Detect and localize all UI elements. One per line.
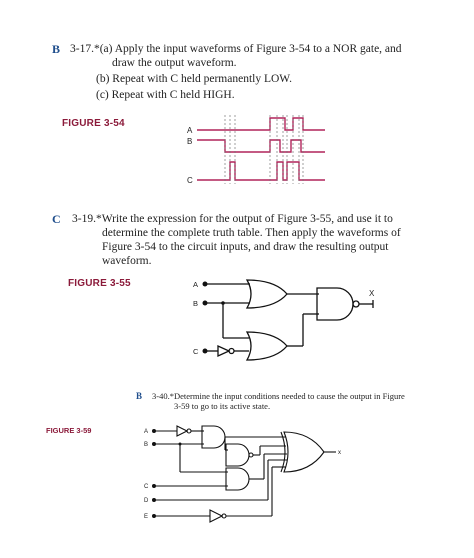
timing-guides — [224, 115, 304, 184]
waveform-c — [197, 161, 325, 181]
section-letter-b: B — [52, 42, 61, 56]
problem-19-line-3: Figure 3-54 to the circuit inputs, and d… — [102, 241, 389, 253]
figure-3-54-label: FIGURE 3-54 — [62, 118, 125, 129]
problem-40-line-1: Determine the input conditions needed to… — [173, 391, 405, 401]
and-gate-2 — [225, 443, 250, 467]
problem-19-number: 3-19. — [72, 213, 96, 225]
signal-label-a: A — [187, 126, 193, 135]
problem-17-part-a-cont: draw the output waveform. — [112, 57, 237, 69]
input-label-c-2: C — [144, 484, 149, 490]
figure-3-55-label: FIGURE 3-55 — [68, 278, 131, 289]
inverter-a — [176, 425, 189, 437]
input-label-a-2: A — [144, 429, 148, 435]
output-label-x-2: x — [338, 450, 341, 456]
output-label-x: X — [369, 289, 375, 298]
input-label-a: A — [193, 280, 198, 289]
or-gate-2 — [245, 331, 288, 361]
problem-19-line-4: waveform. — [102, 255, 152, 267]
and-gate-3 — [225, 467, 250, 491]
signal-label-b: B — [187, 137, 192, 146]
problem-17-star: * — [93, 43, 100, 55]
problem-40-line-2: 3-59 to go to its active state. — [174, 401, 271, 411]
problem-40-number: 3-40. — [152, 391, 170, 401]
nand-gate — [316, 287, 354, 321]
problem-17-number: 3-17. — [70, 43, 94, 55]
problem-19-text: 3-19.*Write the expression for the outpu… — [72, 212, 452, 268]
input-label-e-2: E — [144, 514, 148, 520]
problem-17-text: 3-17.*(a) Apply the input waveforms of F… — [70, 42, 450, 102]
inverter-e — [209, 509, 224, 523]
section-letter-b-2: B — [136, 391, 143, 401]
waveform-a — [197, 117, 325, 131]
or-gate-1 — [245, 279, 288, 309]
signal-label-c: C — [187, 176, 193, 185]
problem-40-text: 3-40.*Determine the input conditions nee… — [152, 391, 432, 411]
problem-19-line-1: Write the expression for the output of F… — [101, 213, 393, 225]
input-label-b-2: B — [144, 442, 148, 448]
and-gate-1 — [201, 425, 226, 449]
figure-3-59-circuit: A B C D E x — [144, 425, 341, 523]
problem-19-line-2: determine the complete truth table. Then… — [102, 227, 401, 239]
input-label-d-2: D — [144, 498, 149, 504]
input-label-b: B — [193, 299, 198, 308]
section-letter-c: C — [52, 212, 61, 226]
inverter — [217, 344, 231, 358]
waveform-b — [197, 139, 325, 153]
problem-17-part-b: (b) Repeat with C held permanently LOW. — [96, 73, 292, 85]
figure-3-55-circuit: A B C X — [193, 279, 375, 361]
input-label-c: C — [193, 347, 199, 356]
problem-40-star: * — [169, 391, 174, 401]
problem-19-star: * — [95, 213, 102, 225]
figure-3-59-label: FIGURE 3-59 — [46, 426, 92, 435]
figure-3-54-waveforms: A B C — [187, 115, 325, 185]
or-gate-output — [283, 431, 325, 473]
problem-17-part-a: (a) Apply the input waveforms of Figure … — [99, 43, 402, 55]
problem-17-part-c: (c) Repeat with C held HIGH. — [96, 89, 235, 101]
